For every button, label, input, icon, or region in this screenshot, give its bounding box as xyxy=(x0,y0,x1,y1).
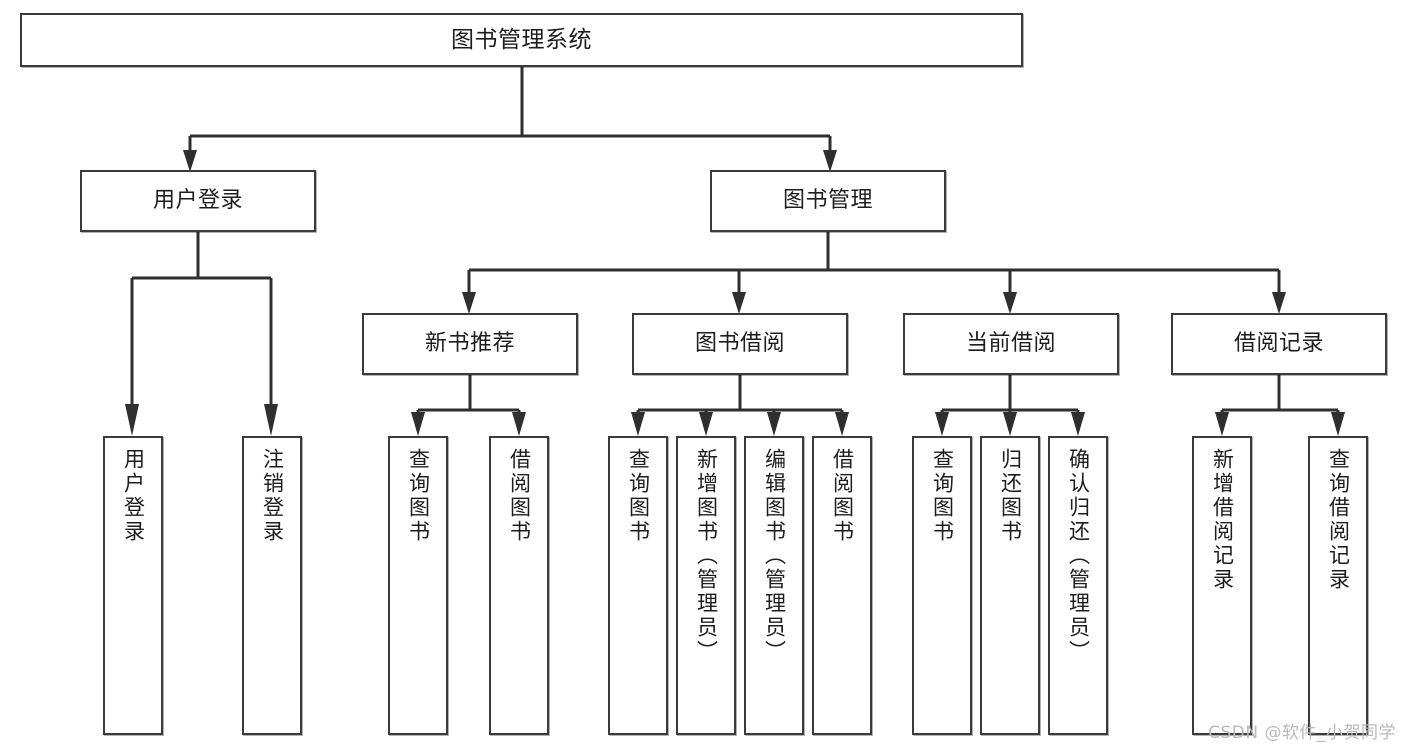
leaf-user-login[interactable]: 用户登录 xyxy=(103,436,163,735)
node-label: 新增图书（管理员） xyxy=(694,448,719,664)
node-label: 查询图书 xyxy=(406,448,431,544)
leaf-borrow-book[interactable]: 借阅图书 xyxy=(812,436,872,735)
node-label: 编辑图书（管理员） xyxy=(762,448,787,664)
node-label: 查询图书 xyxy=(930,448,955,544)
node-current-borrow[interactable]: 当前借阅 xyxy=(903,313,1119,375)
node-label: 借阅记录 xyxy=(1233,330,1324,356)
leaf-return-book[interactable]: 归还图书 xyxy=(980,436,1040,735)
node-label: 用户登录 xyxy=(152,187,243,213)
node-book-manage[interactable]: 图书管理 xyxy=(710,170,946,232)
node-label: 注销登录 xyxy=(260,448,285,544)
leaf-add-borrow-record[interactable]: 新增借阅记录 xyxy=(1192,436,1252,735)
leaf-logout[interactable]: 注销登录 xyxy=(242,436,302,735)
node-label: 图书管理 xyxy=(782,187,873,213)
leaf-query-borrow-record[interactable]: 查询借阅记录 xyxy=(1308,436,1368,735)
node-label: 图书借阅 xyxy=(694,330,785,356)
leaf-confirm-return[interactable]: 确认归还（管理员） xyxy=(1048,436,1108,735)
leaf-borrow-book-recommend[interactable]: 借阅图书 xyxy=(489,436,549,735)
watermark: CSDN @软件_小贺同学 xyxy=(1208,723,1396,743)
node-root-system[interactable]: 图书管理系统 xyxy=(20,13,1023,67)
node-label: 图书管理系统 xyxy=(451,26,592,53)
node-label: 借阅图书 xyxy=(830,448,855,544)
leaf-query-book-borrow[interactable]: 查询图书 xyxy=(608,436,668,735)
node-label: 当前借阅 xyxy=(965,330,1056,356)
node-label: 用户登录 xyxy=(121,448,146,544)
node-borrow-record[interactable]: 借阅记录 xyxy=(1171,313,1387,375)
leaf-query-book-current[interactable]: 查询图书 xyxy=(912,436,972,735)
node-label: 确认归还（管理员） xyxy=(1066,448,1091,664)
node-label: 新增借阅记录 xyxy=(1210,448,1235,592)
leaf-query-book-recommend[interactable]: 查询图书 xyxy=(388,436,448,735)
node-label: 查询图书 xyxy=(626,448,651,544)
node-label: 新书推荐 xyxy=(424,330,515,356)
leaf-edit-book[interactable]: 编辑图书（管理员） xyxy=(744,436,804,735)
node-book-borrow[interactable]: 图书借阅 xyxy=(632,313,848,375)
node-label: 查询借阅记录 xyxy=(1326,448,1351,592)
node-user-login[interactable]: 用户登录 xyxy=(80,170,316,232)
node-new-book-recommend[interactable]: 新书推荐 xyxy=(362,313,578,375)
leaf-add-book[interactable]: 新增图书（管理员） xyxy=(676,436,736,735)
node-label: 归还图书 xyxy=(998,448,1023,544)
node-label: 借阅图书 xyxy=(507,448,532,544)
